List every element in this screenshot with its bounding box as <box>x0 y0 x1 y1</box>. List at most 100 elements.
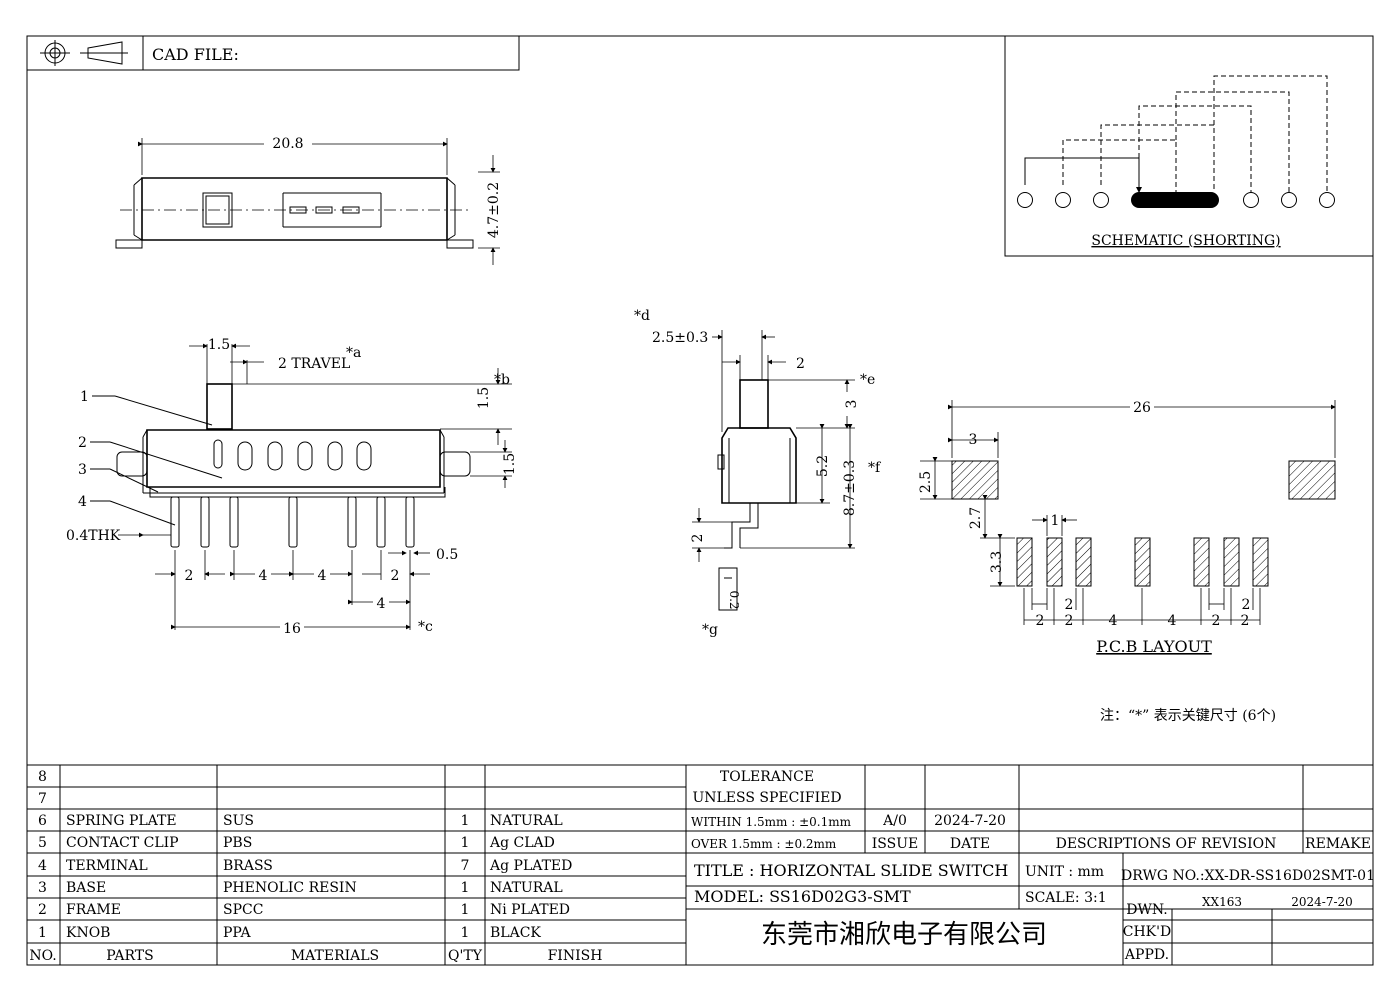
pcb-overall: 26 <box>1133 400 1151 416</box>
pcb-layout: 26 3 2.5 2.7 1 3.3 <box>918 398 1336 656</box>
pcb-pitch-2: 2 <box>1065 613 1074 629</box>
pcb-pad-left <box>951 460 999 500</box>
pcb-gap: 2.7 <box>968 507 984 529</box>
bom-no: 6 <box>38 813 47 829</box>
side-view: *d 2.5±0.3 2 *e 3 5.2 8.7±0.3 *f <box>634 308 882 638</box>
issue-label: ISSUE <box>872 836 918 852</box>
bom-part: KNOB <box>66 925 110 941</box>
bom-no: 2 <box>38 902 47 918</box>
top-length: 20.8 <box>272 136 303 152</box>
key-dimension-note: 注：“*” 表示关键尺寸 (6个) <box>1100 708 1276 724</box>
pcb-upper-pitch-1: 2 <box>1065 597 1074 613</box>
revision-date: 2024-7-20 <box>934 813 1006 829</box>
pcb-pin-h: 3.3 <box>989 551 1005 573</box>
remake-label: REMAKE <box>1305 836 1371 852</box>
side-height: 1.5 <box>502 453 518 475</box>
mark-a: *a <box>346 345 361 361</box>
pcb-pitch-1: 2 <box>1036 613 1045 629</box>
pcb-pitch-5: 2 <box>1212 613 1221 629</box>
pcb-pitch-3: 4 <box>1109 613 1118 629</box>
pitch-2b: 2 <box>391 568 400 584</box>
model: MODEL: SS16D02G3-SMT <box>694 887 911 906</box>
side-body-h: 5.2 <box>815 455 831 477</box>
appd-label: APPD. <box>1124 947 1169 963</box>
date-label: DATE <box>950 836 990 852</box>
bom-no: 7 <box>38 791 47 807</box>
bom-finish: Ni PLATED <box>490 902 570 918</box>
pcb-title: P.C.B LAYOUT <box>1096 637 1212 656</box>
bom-no: 3 <box>38 880 47 896</box>
bom-part: SPRING PLATE <box>66 813 177 829</box>
sheet-border <box>26 35 1374 966</box>
mark-d: *d <box>634 308 650 324</box>
bom-material: SPCC <box>223 902 263 918</box>
dwn-date: 2024-7-20 <box>1291 895 1353 909</box>
bom-finish: Ag CLAD <box>489 835 555 851</box>
schematic: SCHEMATIC (SHORTING) <box>1004 35 1374 257</box>
dwn-name: XX163 <box>1202 895 1242 909</box>
span: 16 <box>283 621 301 637</box>
front-pins <box>170 496 415 548</box>
bom-qty: 1 <box>461 925 470 941</box>
scale: SCALE: 3:1 <box>1025 890 1107 906</box>
pin-width: 0.5 <box>436 547 458 563</box>
travel: 2 TRAVEL <box>278 356 350 372</box>
bom-qty: 1 <box>461 902 470 918</box>
bom-finish: Ag PLATED <box>489 858 572 874</box>
pcb-pitch-4: 4 <box>1168 613 1177 629</box>
mark-c: *c <box>418 619 433 635</box>
bom-header-materials: MATERIALS <box>291 948 379 964</box>
bom-part: BASE <box>66 880 106 896</box>
cad-header: CAD FILE: <box>26 35 520 71</box>
mark-f: *f <box>868 460 882 476</box>
dwn-label: DWN. <box>1126 902 1167 918</box>
pcb-upper-pitch-2: 2 <box>1242 597 1251 613</box>
cad-file-label: CAD FILE: <box>152 45 239 64</box>
mark-b: *b <box>494 372 510 388</box>
schematic-title: SCHEMATIC (SHORTING) <box>1091 233 1280 249</box>
pcb-pad-w: 3 <box>969 432 978 448</box>
knob-height: 1.5 <box>476 387 492 409</box>
side-knob-w: 2 <box>796 356 805 372</box>
bom-no: 8 <box>38 769 47 785</box>
bom-header-finish: FINISH <box>548 948 603 964</box>
thickness: 0.4THK <box>66 528 121 544</box>
bom-qty: 1 <box>461 813 470 829</box>
drawing-number: DRWG NO.:XX-DR-SS16D02SMT-01 <box>1121 868 1375 884</box>
pcb-pad-right <box>1288 460 1336 500</box>
shorting-bar <box>1131 192 1219 208</box>
bom-finish: NATURAL <box>490 813 563 829</box>
drawing-title: TITLE : HORIZONTAL SLIDE SWITCH <box>694 861 1008 880</box>
bom-material: SUS <box>223 813 254 829</box>
pcb-pitch-6: 2 <box>1241 613 1250 629</box>
title-block: TOLERANCE UNLESS SPECIFIED WITHIN 1.5mm … <box>691 769 1375 950</box>
front-view: 1.5 2 TRAVEL *a <box>66 337 518 637</box>
side-lead-w: 0.2 <box>727 590 741 609</box>
bom-part: CONTACT CLIP <box>66 835 179 851</box>
bom-material: PBS <box>223 835 252 851</box>
bom-part: FRAME <box>66 902 121 918</box>
side-knob-h: 3 <box>844 400 860 409</box>
chkd-label: CHK'D <box>1123 924 1171 940</box>
bom-header-qty: Q'TY <box>448 948 483 964</box>
callout-1: 1 <box>80 389 89 405</box>
bom-no: 5 <box>38 835 47 851</box>
tolerance-within: WITHIN 1.5mm : ±0.1mm <box>691 815 852 829</box>
bom-material: BRASS <box>223 858 273 874</box>
bom-finish: BLACK <box>490 925 541 941</box>
bom-material: PHENOLIC RESIN <box>223 880 357 896</box>
descriptions-label: DESCRIPTIONS OF REVISION <box>1056 836 1277 852</box>
bom-finish: NATURAL <box>490 880 563 896</box>
top-height: 4.7±0.2 <box>486 182 502 238</box>
bom-qty: 1 <box>461 835 470 851</box>
mark-g: *g <box>702 622 718 638</box>
pcb-pad-h: 2.5 <box>918 471 934 493</box>
pitch-2a: 2 <box>185 568 194 584</box>
bom-part: TERMINAL <box>66 858 148 874</box>
tolerance-over: OVER 1.5mm : ±0.2mm <box>691 837 837 851</box>
pitch-4b: 4 <box>318 568 327 584</box>
top-view: 20.8 4.7±0.2 <box>115 134 502 265</box>
pitch-4a: 4 <box>259 568 268 584</box>
mark-e: *e <box>860 372 875 388</box>
